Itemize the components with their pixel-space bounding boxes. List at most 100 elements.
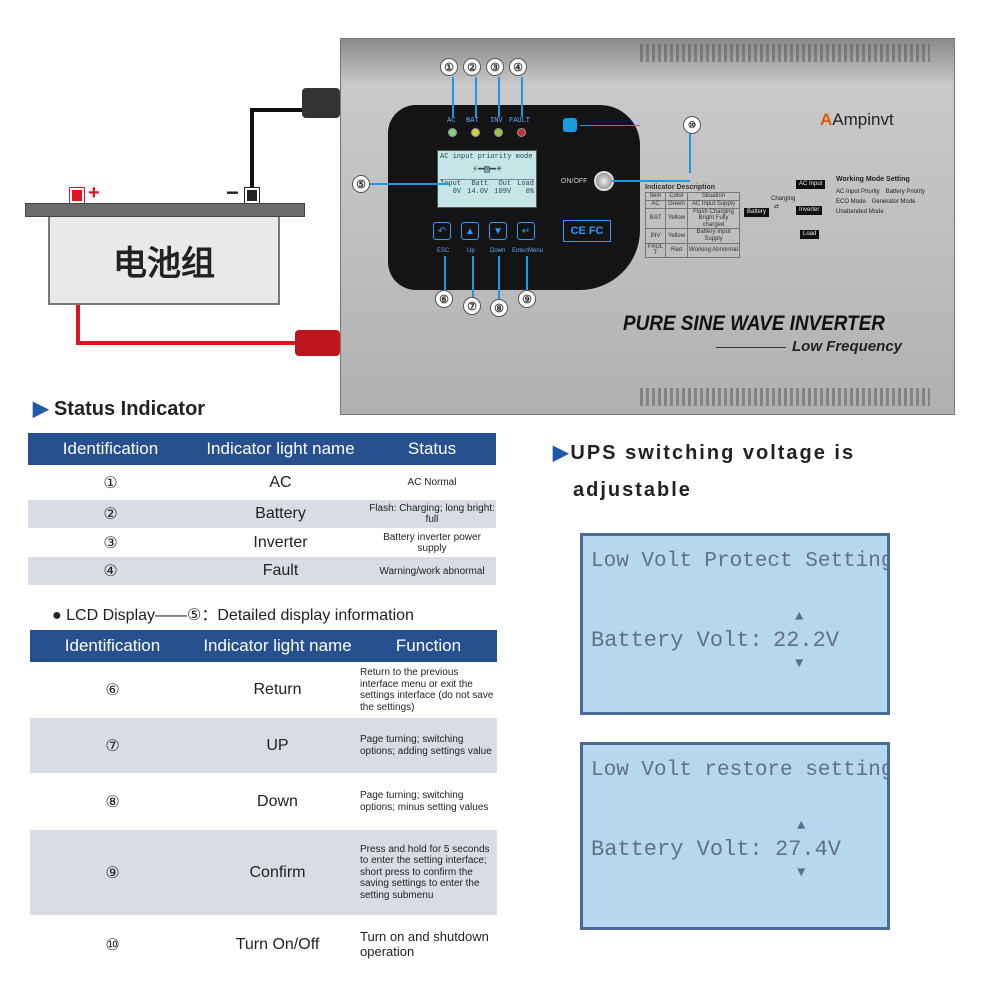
- led-label-ac: AC: [447, 117, 456, 125]
- led-light-ac: [448, 128, 457, 137]
- onoff-label: ON/OFF: [561, 178, 588, 185]
- dsp-chip-icon: [563, 118, 577, 132]
- status-heading: ▶ Status Indicator: [33, 398, 206, 420]
- led-label-inv: INV: [490, 117, 503, 125]
- led-label-bat: BAT: [466, 117, 479, 125]
- callout-5: ⑤: [352, 175, 370, 193]
- callout-line: [498, 77, 500, 117]
- positive-terminal: [69, 187, 85, 204]
- brand-logo: AAmpinvt: [820, 110, 894, 129]
- callout-line: [452, 77, 454, 117]
- esc-label: ESC: [437, 248, 450, 254]
- callout-line: [521, 77, 523, 117]
- lcd-flow-icons: ⚡━▤━☀: [471, 165, 503, 176]
- plus-sign: +: [88, 182, 100, 204]
- positive-terminal-bolt: [295, 330, 340, 356]
- callout-line: [498, 256, 500, 300]
- low-volt-protect-screen: Low Volt Protect Setting ▲ Battery Volt:…: [580, 533, 890, 715]
- battery-pack: 电池组: [48, 217, 280, 305]
- led-light-bat: [471, 128, 480, 137]
- indicator-desc-title: Indicator Description: [645, 184, 716, 191]
- callout-9: ⑨: [518, 290, 536, 308]
- up-button[interactable]: ▲: [461, 222, 479, 240]
- flow-battery: Battery: [744, 208, 770, 218]
- screen-label: Battery Volt:: [591, 837, 763, 862]
- minus-sign: −: [226, 180, 239, 205]
- led-row: ① ② ③ ④: [440, 58, 527, 76]
- ups-heading-line2: adjustable: [573, 479, 692, 501]
- mode-item: AC Input Priority: [836, 189, 880, 195]
- mode-item: Unattended Mode: [836, 209, 884, 216]
- battery-lid: [25, 203, 305, 217]
- vent-grille: [640, 44, 930, 62]
- lcd-mode-text: AC input priority mode: [440, 153, 533, 161]
- enter-menu-button[interactable]: ↵: [517, 222, 535, 240]
- esc-button[interactable]: ↶: [433, 222, 451, 240]
- battery-label: 电池组: [113, 243, 215, 284]
- callout-3: ③: [486, 58, 504, 76]
- negative-wire: [250, 108, 254, 196]
- callout-line: [475, 77, 477, 117]
- down-button[interactable]: ▼: [489, 222, 507, 240]
- positive-wire: [76, 341, 311, 345]
- led-ac: ①: [440, 58, 458, 76]
- led-inv: ③: [486, 58, 504, 76]
- callout-7: ⑦: [463, 297, 481, 315]
- lcd-display-note: ● LCD Display——⑤：Detailed display inform…: [52, 607, 414, 624]
- ups-heading: ▶UPS switching voltage is: [553, 442, 856, 464]
- power-button[interactable]: [594, 171, 614, 191]
- callout-line: [370, 183, 450, 185]
- certification-badge: CE FC: [563, 220, 611, 242]
- mode-item: Battery Priority: [885, 189, 926, 195]
- enter-label: Enter/Menu: [512, 248, 544, 254]
- up-arrow-icon: ▲: [797, 818, 806, 834]
- up-label: Up: [467, 248, 475, 254]
- callout-8: ⑧: [490, 299, 508, 317]
- product-title: PURE SINE WAVE INVERTER: [623, 312, 885, 335]
- flow-charging: Charging: [771, 196, 796, 202]
- led-light-inv: [494, 128, 503, 137]
- callout-line: [526, 256, 528, 290]
- vent-grille: [640, 388, 930, 406]
- callout-line: [444, 256, 446, 290]
- low-volt-restore-screen: Low Volt restore setting ▲ Battery Volt:…: [580, 742, 890, 930]
- flow-ac-input: AC Input: [796, 180, 826, 190]
- callout-4: ④: [509, 58, 527, 76]
- screen-label: Battery Volt:: [591, 628, 763, 653]
- callout-line: [472, 256, 474, 298]
- callout-10: ⑩: [683, 116, 701, 134]
- led-label-fault: FAULT: [509, 117, 531, 125]
- mode-item: ECO Mode: [836, 199, 866, 206]
- screen-value: 22.2V: [773, 628, 840, 653]
- down-arrow-icon: ▼: [797, 865, 806, 881]
- product-subtitle: Low Frequency: [792, 338, 903, 355]
- screen-title: Low Volt restore setting: [591, 759, 890, 782]
- up-arrow-icon: ▲: [795, 609, 804, 625]
- flow-load: Load: [800, 230, 820, 240]
- heartbeat-line: [580, 125, 640, 126]
- flow-inverter: Inverter: [796, 206, 823, 216]
- down-label: Down: [490, 248, 506, 254]
- negative-terminal: [244, 187, 260, 204]
- callout-2: ②: [463, 58, 481, 76]
- divider: [716, 347, 786, 348]
- screen-value: 27.4V: [775, 837, 842, 862]
- modes-title: Working Mode Setting: [836, 176, 910, 183]
- key-row: ↶ ▲ ▼ ↵: [433, 222, 535, 240]
- led-bat: ②: [463, 58, 481, 76]
